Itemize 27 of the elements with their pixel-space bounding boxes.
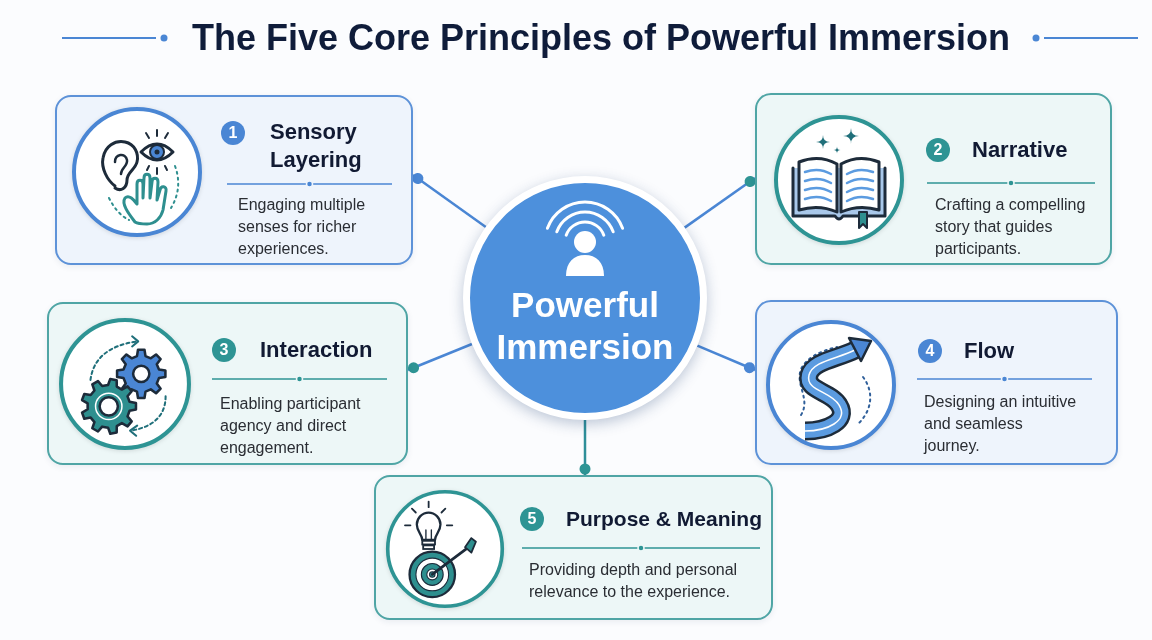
connector	[412, 173, 487, 229]
principle-card	[755, 300, 1118, 465]
step-number: 5	[520, 507, 544, 531]
step-number: 1	[221, 121, 245, 145]
card-heading: Interaction	[260, 336, 373, 364]
card-heading: Sensory Layering	[270, 118, 363, 174]
card-description: Designing an intuitive and seamless journey.	[924, 392, 1078, 456]
step-number: 4	[918, 339, 942, 363]
diagram-title: The Five Core Principles of Powerful Immersion	[191, 16, 1011, 60]
principle-card	[55, 95, 413, 265]
step-number: 3	[212, 338, 236, 362]
connector	[407, 342, 473, 374]
connector	[696, 344, 756, 374]
card-heading: Purpose & Meaning	[566, 506, 763, 532]
card-description: Enabling participant agency and direct engagement.	[220, 394, 362, 458]
principle-card	[47, 302, 408, 465]
card-heading: Narrative	[972, 136, 1068, 164]
principle-card	[374, 475, 773, 620]
connector	[579, 420, 591, 475]
hub-title: Powerful Immersion	[495, 284, 675, 368]
card-description: Crafting a compelling story that guides participants.	[935, 195, 1087, 259]
card-description: Providing depth and personal relevance to the experience.	[529, 560, 739, 602]
principle-card	[755, 93, 1112, 265]
card-description: Engaging multiple senses for richer experiences.	[238, 195, 367, 259]
connector	[683, 175, 756, 229]
card-heading: Flow	[964, 337, 1015, 365]
step-number: 2	[926, 138, 950, 162]
